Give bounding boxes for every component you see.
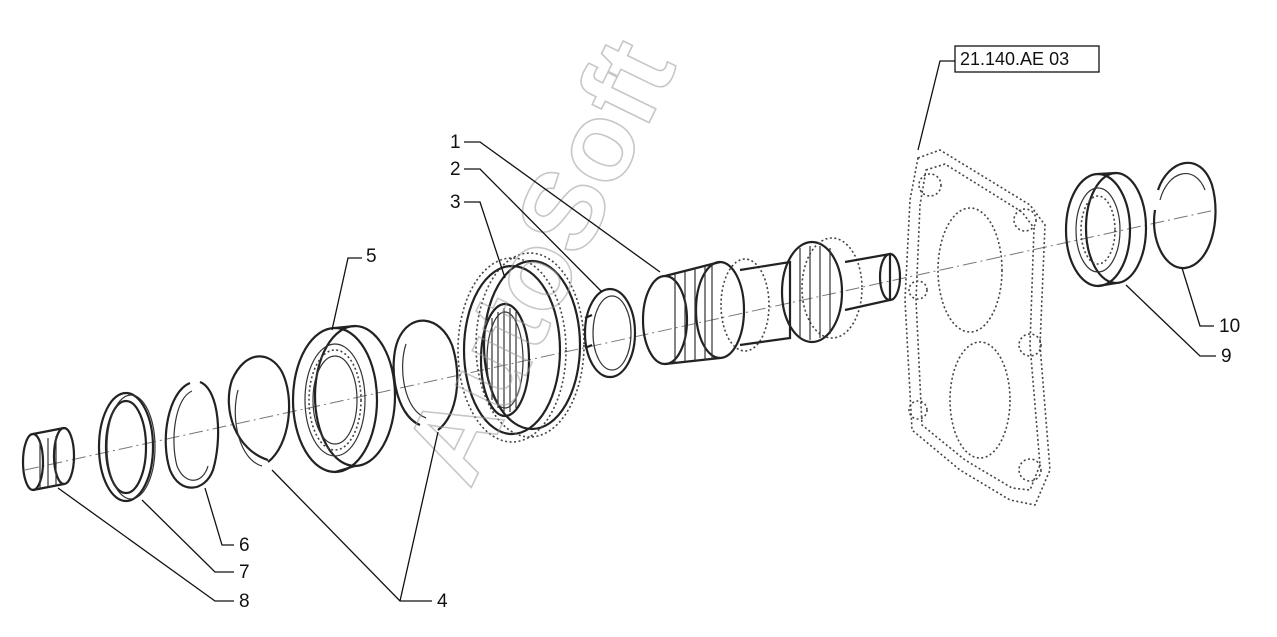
callout-1: 1 — [450, 132, 661, 273]
label-7: 7 — [239, 562, 250, 583]
callout-10: 10 — [1181, 267, 1240, 337]
callout-7: 7 — [141, 499, 250, 583]
reference-leader — [917, 60, 955, 151]
part-3-gear[interactable] — [457, 252, 585, 443]
assembly-axis — [24, 209, 1216, 471]
leader-2 — [464, 168, 603, 293]
part-6-snap-ring[interactable] — [164, 380, 220, 489]
part-4-circlip-left[interactable] — [227, 355, 291, 467]
part-2-retaining-ring[interactable] — [583, 287, 637, 379]
label-6: 6 — [239, 535, 250, 556]
leader-4 — [271, 431, 439, 602]
label-5: 5 — [366, 246, 377, 267]
leader-10 — [1181, 267, 1214, 327]
label-10: 10 — [1219, 316, 1240, 337]
callout-9: 9 — [1125, 284, 1232, 367]
leader-8 — [57, 487, 234, 602]
callout-3: 3 — [450, 192, 506, 279]
leader-5 — [331, 257, 362, 331]
leader-1 — [464, 141, 661, 273]
label-4: 4 — [437, 591, 448, 612]
reference-code: 21.140.AE 03 — [960, 49, 1069, 69]
callout-6: 6 — [204, 487, 250, 556]
reference-callout[interactable]: 21.140.AE 03 — [917, 45, 1100, 151]
leader-3 — [464, 201, 506, 279]
leader-9 — [1125, 284, 1216, 357]
callout-2: 2 — [450, 159, 603, 293]
part-5-bearing[interactable] — [291, 324, 397, 474]
callout-5: 5 — [331, 246, 377, 331]
callout-8: 8 — [57, 487, 250, 612]
label-9: 9 — [1221, 346, 1232, 367]
part-7-washer[interactable] — [97, 391, 156, 503]
leader-7 — [141, 499, 234, 573]
leader-6 — [204, 487, 234, 546]
part-1-shaft[interactable] — [641, 237, 902, 366]
part-9-bearing[interactable] — [1064, 171, 1148, 288]
part-4-circlip-right[interactable] — [392, 319, 459, 431]
label-3: 3 — [450, 192, 461, 213]
callout-4: 4 — [271, 431, 448, 612]
label-8: 8 — [239, 591, 250, 612]
label-2: 2 — [450, 159, 461, 180]
part-10-snap-ring[interactable] — [1152, 161, 1217, 270]
cover-plate[interactable] — [904, 149, 1051, 506]
part-8-bushing[interactable] — [21, 426, 76, 492]
reference-box — [954, 45, 1100, 73]
label-1: 1 — [450, 132, 461, 153]
